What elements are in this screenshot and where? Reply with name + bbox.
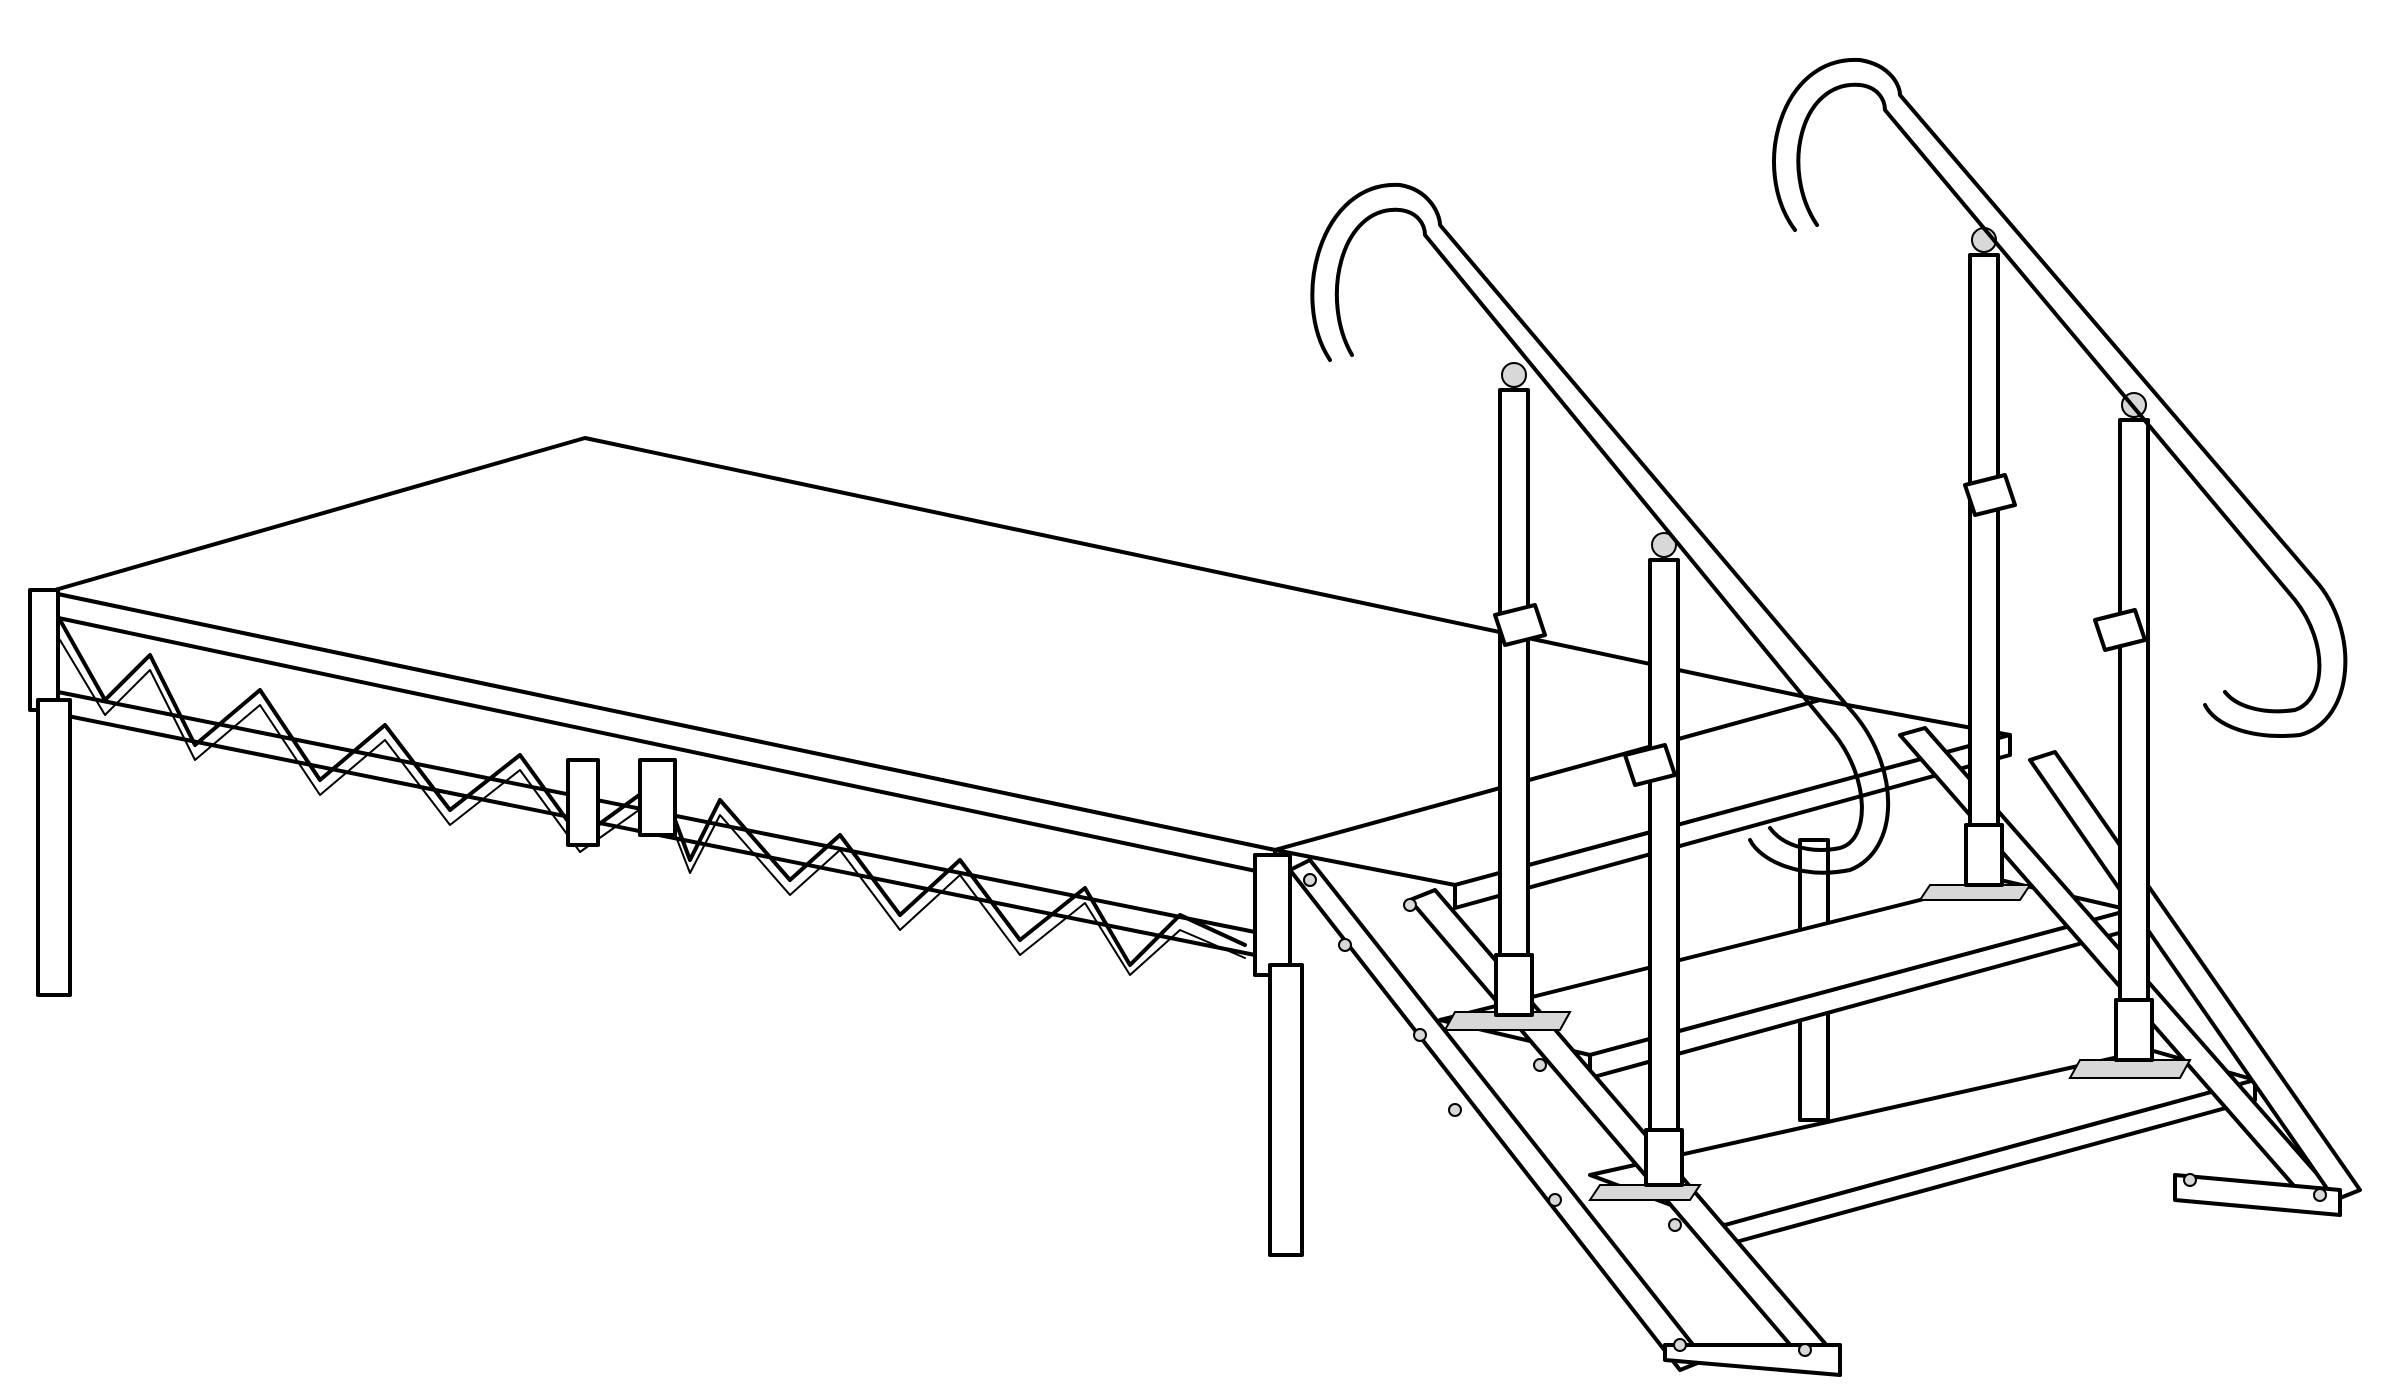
handrail-right-rail [1772,57,2348,738]
handrail-post-right-back [2118,418,2150,1062]
handrail-left-clamp-upper [1493,603,1547,647]
platform-corner-bracket [559,437,613,447]
stair-foot-right [2173,1173,2342,1217]
stair-bolts [1303,873,2327,1357]
handrail-right-clamp-lower [2093,608,2147,652]
stair-left-stringer [1288,858,1707,1372]
truss-right-end [1253,853,1292,977]
support-leg-front-right [1268,963,1304,1257]
handrail-post-left-back [1648,558,1680,1187]
handrail-posts [1494,227,2154,1187]
handrail-right-clamp-upper [1963,473,2017,517]
support-leg-front-left [36,698,72,997]
handrail-post-left-front [1498,388,1530,1017]
handrail-left-clamp-lower [1623,743,1677,787]
handrail-left-rail [1310,182,1891,875]
handrail-left [1310,182,1891,875]
truss-center-connector [638,758,677,837]
truss-frame [28,588,1292,977]
stair-unit [1273,698,2362,1377]
handrail-post-right-front [1968,253,2000,887]
support-leg-back-middle [566,758,600,847]
stair-foot-left [1663,1343,1842,1377]
support-legs [36,698,1830,1257]
handrail-right [1772,57,2348,738]
truss-left-end [28,588,60,712]
